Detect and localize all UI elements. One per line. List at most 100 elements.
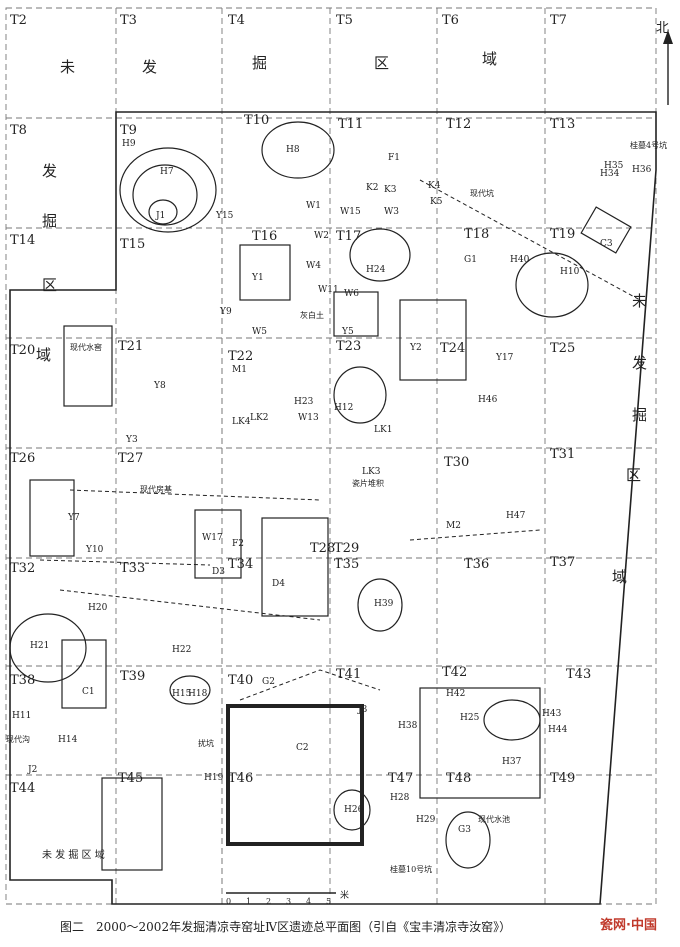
grid-label: T18	[464, 227, 489, 242]
feature-label: W6	[344, 289, 359, 299]
feature-label: Y2	[409, 343, 422, 353]
scale-tick: 3	[286, 897, 291, 906]
grid-label: T35	[334, 557, 359, 572]
feature-label: C1	[82, 687, 95, 697]
feature-label: H47	[506, 511, 526, 521]
unexcavated-label: 域	[612, 568, 627, 586]
unexcavated-label: 未	[632, 292, 647, 310]
annotation-label: 现代水窖	[70, 342, 102, 352]
feature-label: K5	[430, 197, 443, 207]
grid-label: T26	[10, 451, 35, 466]
feature-label: J1	[155, 211, 165, 221]
grid-label: T30	[444, 455, 469, 470]
grid-label: T25	[550, 341, 575, 356]
feature-label: Y1	[251, 273, 264, 283]
annotation-label: 现代水池	[478, 814, 510, 824]
feature-label: D4	[272, 579, 285, 589]
feature-label: Y7	[67, 513, 80, 523]
annotation-label: 扰坑	[198, 738, 214, 748]
feature-label: C3	[600, 239, 613, 249]
feature-label: H11	[12, 711, 31, 721]
excavation-grid	[6, 8, 656, 904]
feature-label: H37	[502, 757, 522, 767]
unexcavated-label: 未	[60, 58, 75, 76]
feature-label: M2	[446, 521, 461, 531]
feature-label: LK2	[250, 413, 268, 423]
scale-tick: 1	[246, 897, 251, 906]
modern-structures	[39, 179, 641, 701]
grid-label: T16	[252, 229, 277, 244]
feature-label: H7	[160, 167, 174, 177]
feature-label: H36	[632, 165, 652, 175]
unexcavated-label: 未 发 掘 区 域	[42, 848, 105, 861]
grid-label: T8	[10, 123, 27, 138]
grid-label: T27	[118, 451, 143, 466]
grid-label: T9	[120, 123, 137, 138]
unexcavated-label: 区	[626, 466, 641, 484]
feature-label: H14	[58, 735, 78, 745]
scale-tick: 2	[266, 897, 271, 906]
annotation-label: 瓷片堆积	[352, 478, 384, 488]
feature-label: H23	[294, 397, 314, 407]
annotation-label: 现代房基	[140, 484, 172, 494]
feature-label: H39	[374, 599, 394, 609]
unexcavated-label: 区	[42, 276, 57, 294]
feature-label: H40	[510, 255, 530, 265]
grid-label: T14	[10, 233, 35, 248]
grid-label: T4	[228, 13, 245, 28]
grid-label: T15	[120, 237, 145, 252]
grid-label: T24	[440, 341, 465, 356]
grid-label: T37	[550, 555, 575, 570]
grid-label: T29	[334, 541, 359, 556]
grid-label: T23	[336, 339, 361, 354]
feature-label: H35	[604, 161, 624, 171]
scale-tick: 0	[226, 897, 231, 906]
grid-label: T45	[118, 771, 143, 786]
feature-label: H24	[366, 265, 386, 275]
grid-label: T41	[336, 667, 361, 682]
feature-label: H38	[398, 721, 418, 731]
watermark-logo: 瓷网·中国	[600, 918, 657, 933]
grid-label: T7	[550, 13, 567, 28]
feature-label: H42	[446, 689, 465, 699]
feature-label: H21	[30, 641, 49, 651]
grid-label: T48	[446, 771, 471, 786]
grid-label: T31	[550, 447, 575, 462]
unexcavated-label: 掘	[252, 54, 267, 72]
feature-label: H12	[334, 403, 353, 413]
feature-label: Y10	[85, 545, 104, 555]
grid-label: T10	[244, 113, 269, 128]
scale-unit: 米	[340, 889, 349, 901]
unexcavated-label: 掘	[42, 212, 57, 230]
feature-label: Y15	[215, 211, 234, 221]
grid-label: T38	[10, 673, 35, 688]
feature-label: H19	[204, 773, 224, 783]
grid-label: T11	[338, 117, 363, 132]
grid-label: T43	[566, 667, 591, 682]
grid-label: T49	[550, 771, 575, 786]
grid-label: T47	[388, 771, 413, 786]
feature-label: H10	[560, 267, 580, 277]
feature-label: H46	[478, 395, 498, 405]
grid-label: T34	[228, 557, 253, 572]
feature-label: Y9	[219, 307, 232, 317]
grid-label: T44	[10, 781, 35, 796]
grid-label: T17	[336, 229, 361, 244]
feature-label: J3	[357, 705, 368, 715]
grid-label: T46	[228, 771, 253, 786]
grid-label: T5	[336, 13, 353, 28]
feature-label: H44	[548, 725, 568, 735]
feature-label: C2	[296, 743, 309, 753]
unexcavated-label: 发	[42, 162, 57, 180]
feature-label: H25	[460, 713, 480, 723]
feature-label: K3	[384, 185, 397, 195]
grid-label: T42	[442, 665, 467, 680]
feature-label: J2	[27, 765, 37, 775]
feature-label: H15	[172, 689, 192, 699]
feature-label: H26	[344, 805, 364, 815]
feature-label: W5	[252, 327, 267, 337]
feature-label: Y8	[153, 381, 166, 391]
grid-label: T36	[464, 557, 489, 572]
feature-label: W17	[202, 533, 223, 543]
compass-label: 北	[656, 21, 669, 36]
